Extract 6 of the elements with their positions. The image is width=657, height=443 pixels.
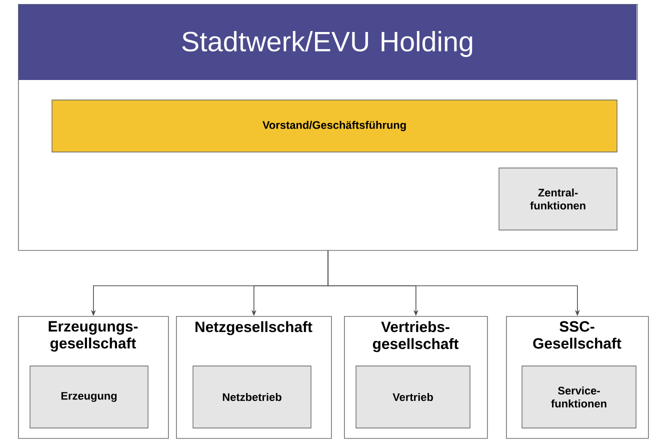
function-box: Zentral- funktionen: [498, 168, 618, 230]
function-box: Netzbetrieb: [192, 366, 312, 428]
function-box: Service- funktionen: [522, 366, 636, 428]
function-box: Erzeugung: [30, 366, 148, 428]
function-box: Vertrieb: [356, 366, 470, 428]
board-bar: Vorstand/Geschäftsführung: [52, 100, 618, 152]
